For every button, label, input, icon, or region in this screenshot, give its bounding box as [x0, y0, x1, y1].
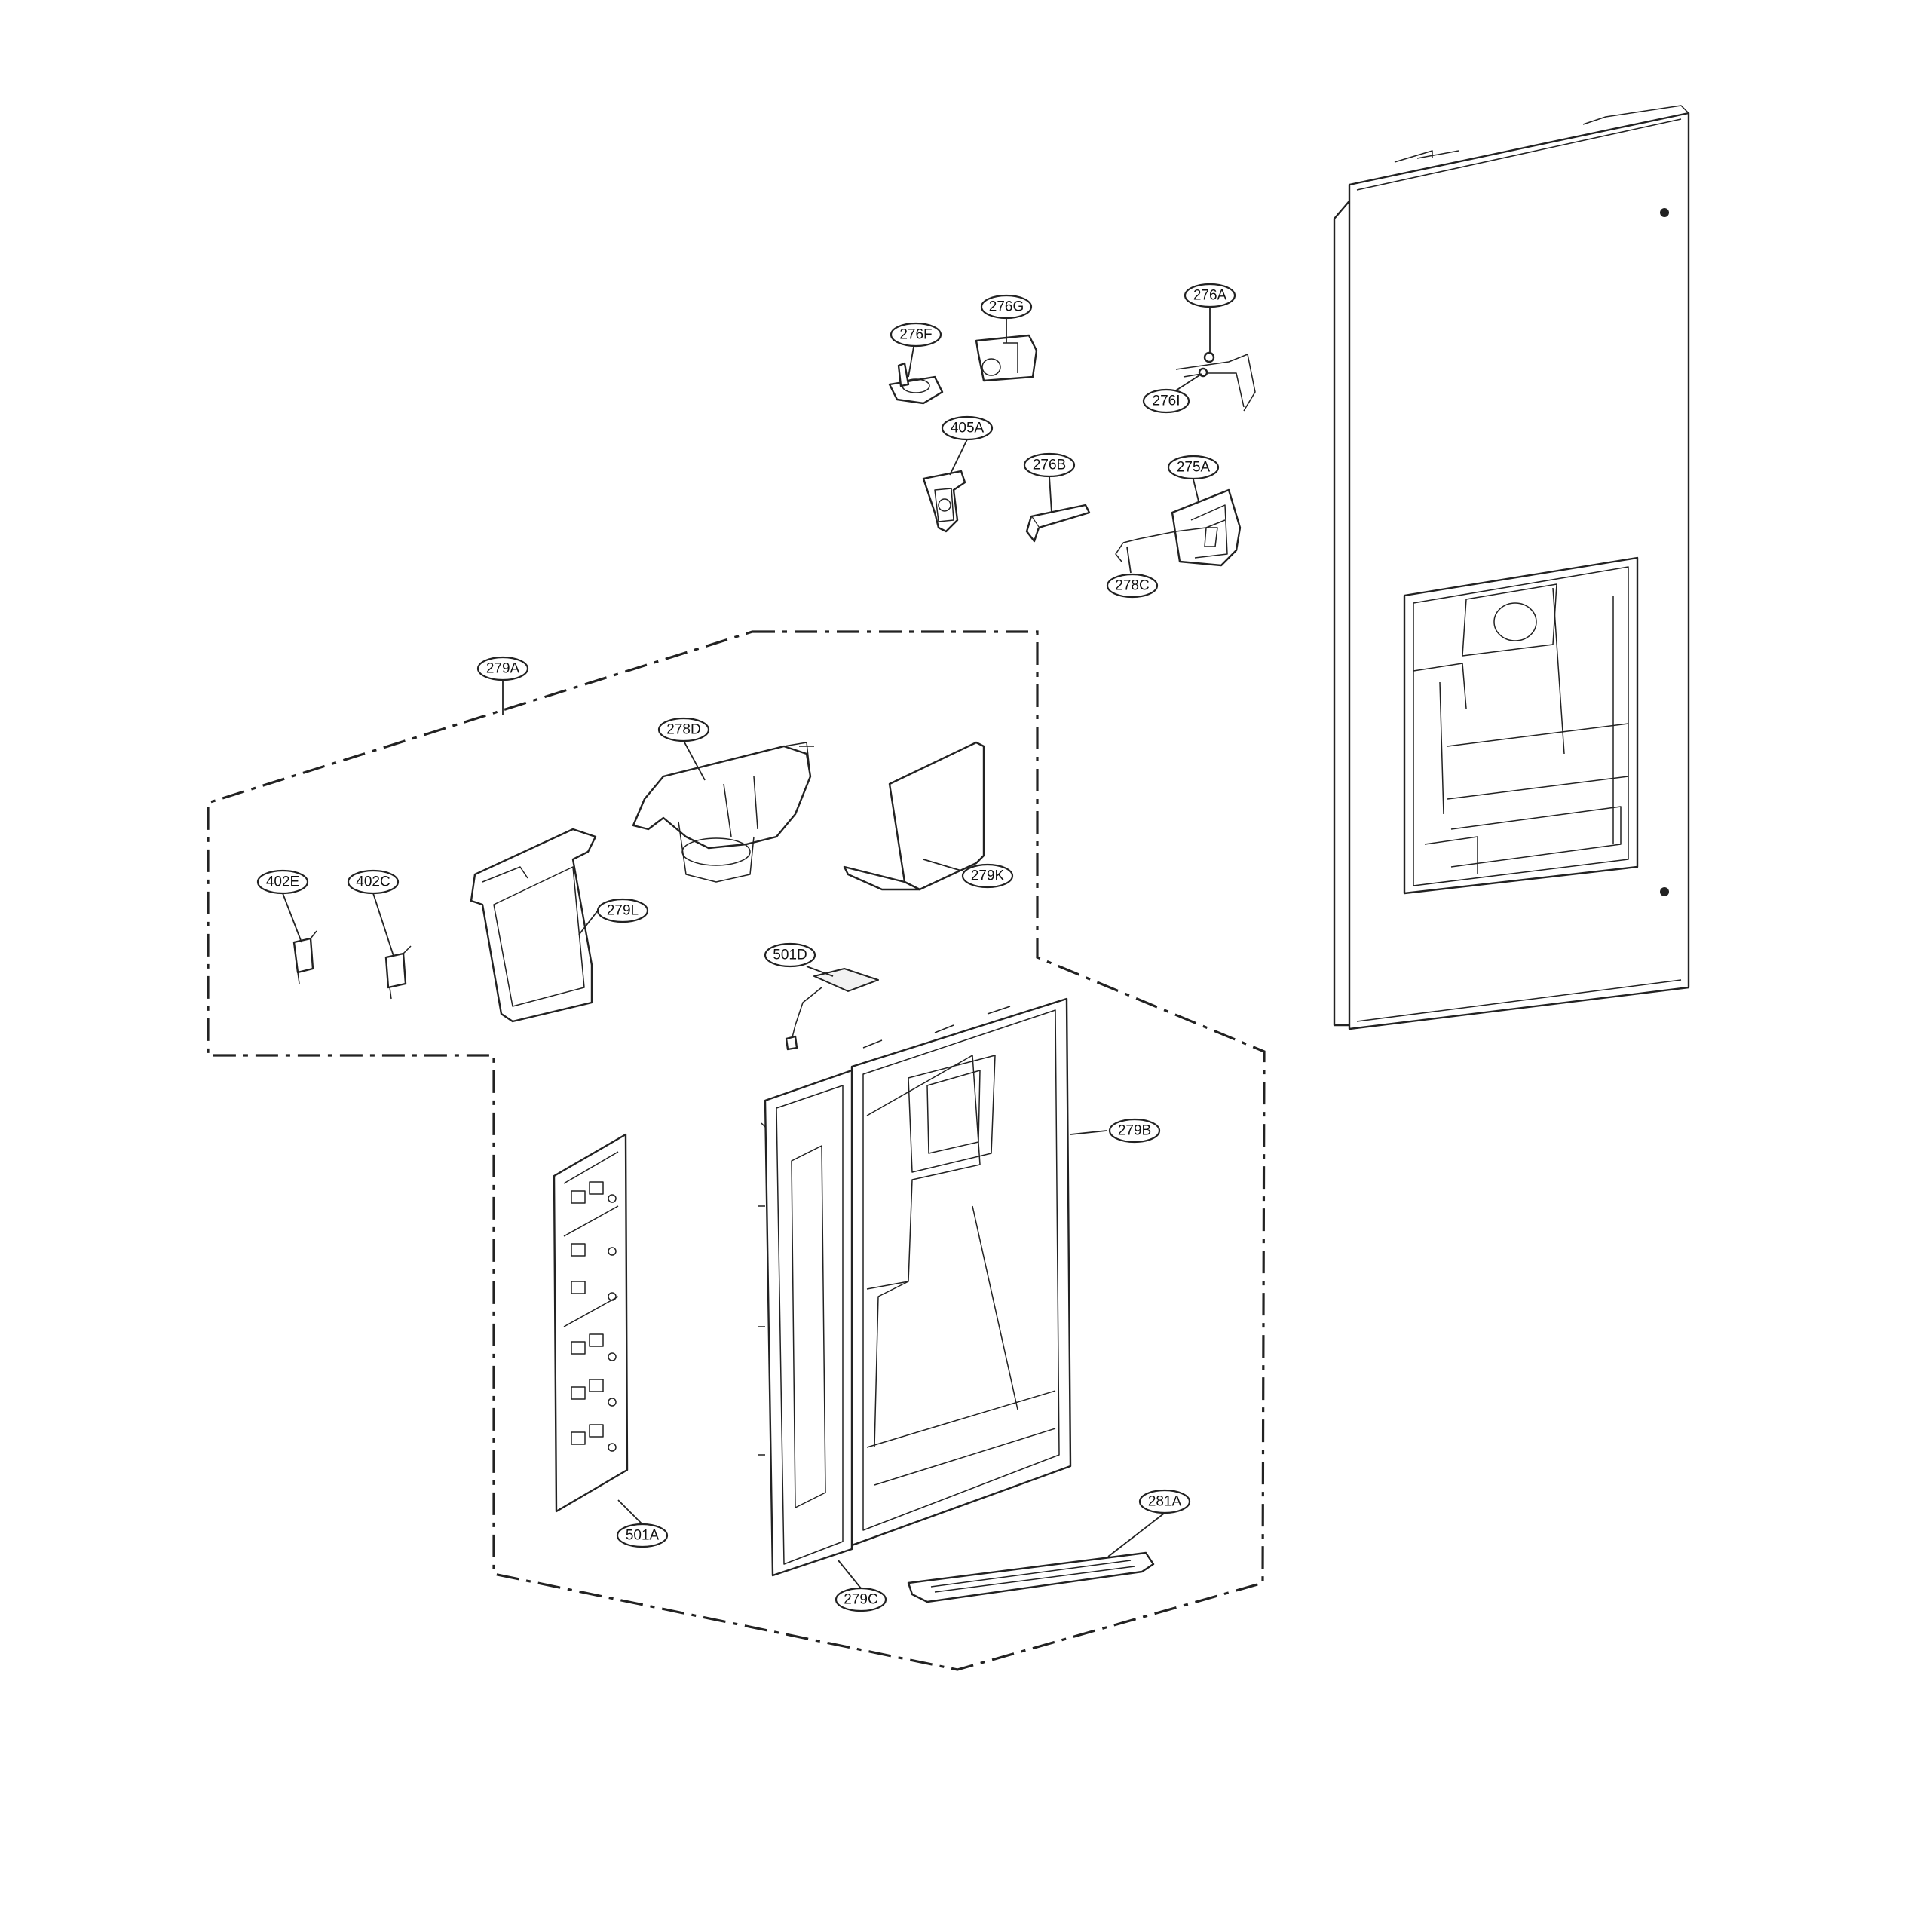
callout-278C: 278C — [1106, 573, 1159, 599]
part-279K — [843, 741, 985, 891]
callout-501A: 501A — [616, 1523, 669, 1548]
callout-label: 275A — [1177, 460, 1211, 476]
callout-label: 279L — [607, 903, 639, 919]
callout-label: 402C — [356, 874, 390, 890]
callout-279A: 279A — [476, 656, 529, 681]
callout-label: 276B — [1033, 458, 1066, 473]
callout-label: 278C — [1115, 578, 1149, 594]
callout-label: 501A — [626, 1528, 660, 1544]
part-279B — [850, 997, 1072, 1547]
part-279C — [758, 1069, 853, 1577]
part-281A — [907, 1551, 1155, 1603]
callout-276A: 276A — [1184, 283, 1236, 308]
callout-275A: 275A — [1167, 455, 1220, 480]
callout-279C: 279C — [835, 1587, 887, 1612]
callout-279L: 279L — [596, 898, 649, 923]
callout-label: 278D — [666, 722, 700, 738]
door-assembly — [1333, 105, 1690, 1030]
callout-label: 276G — [989, 299, 1024, 315]
callout-label: 279K — [971, 868, 1005, 884]
callout-501D: 501D — [764, 942, 816, 968]
callout-405A: 405A — [941, 415, 994, 441]
callout-label: 276F — [899, 327, 932, 343]
leader-lines — [282, 307, 1211, 1589]
callout-label: 279A — [486, 661, 520, 677]
callout-276I: 276I — [1142, 388, 1190, 414]
callout-279B: 279B — [1108, 1118, 1161, 1144]
callout-label: 279B — [1118, 1123, 1151, 1139]
part-278C — [1115, 519, 1226, 562]
callout-402C: 402C — [347, 869, 400, 895]
group-279A-outline — [207, 630, 1266, 1671]
callout-label: 281A — [1148, 1494, 1182, 1510]
part-402C — [384, 945, 412, 1000]
callout-label: 279C — [844, 1592, 877, 1608]
door-fastener-icon — [1660, 208, 1669, 217]
part-278D — [632, 742, 814, 883]
part-501A — [553, 1133, 629, 1513]
callout-label: 405A — [951, 421, 985, 436]
part-279L — [470, 828, 597, 1023]
callout-label: 276A — [1193, 288, 1227, 304]
callout-276G: 276G — [980, 294, 1033, 320]
part-276B — [1025, 504, 1091, 543]
part-501D — [785, 968, 879, 1051]
callout-281A: 281A — [1138, 1489, 1191, 1514]
door-fastener-icon — [1660, 887, 1669, 896]
callout-402E: 402E — [256, 869, 309, 895]
callout-label: 501D — [773, 948, 807, 963]
callout-276B: 276B — [1023, 452, 1076, 478]
callout-276F: 276F — [890, 322, 942, 348]
callout-label: 402E — [266, 874, 299, 890]
callout-279K: 279K — [961, 863, 1014, 889]
part-276G — [975, 334, 1038, 382]
part-402E — [292, 930, 317, 984]
callout-label: 276I — [1153, 393, 1181, 409]
part-276F — [888, 362, 944, 405]
part-405A — [922, 470, 966, 533]
callout-278D: 278D — [657, 717, 710, 742]
